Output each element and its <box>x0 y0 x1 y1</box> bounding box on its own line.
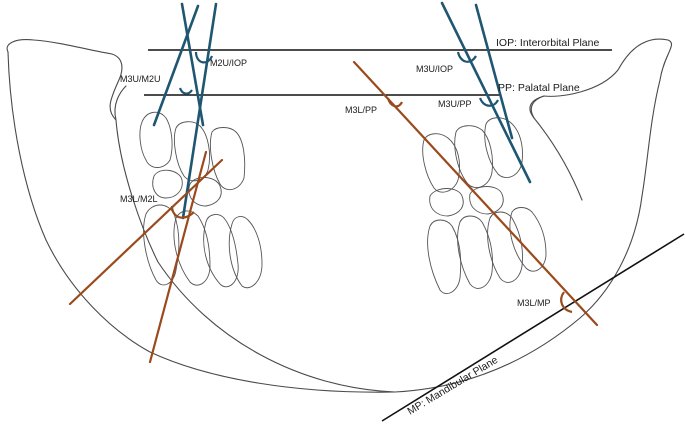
m3u-axis-right-2 <box>474 3 514 140</box>
iop-plane-label: IOP: Interorbital Plane <box>496 37 599 49</box>
m3l-mp-angle-arc <box>560 291 573 314</box>
tooth-upper-right-2 <box>454 125 493 188</box>
lower-axes <box>68 60 599 364</box>
mandible-notch-left <box>114 85 127 121</box>
tooth-upper-right-1 <box>422 133 460 193</box>
m3u-iop-angle-arc <box>456 51 477 63</box>
pp-plane-label: PP: Palatal Plane <box>498 82 580 94</box>
m3u-axis-right-1 <box>440 1 532 184</box>
mandible-outline <box>6 38 673 393</box>
m3u-axis-left-3 <box>152 4 200 127</box>
m3l-mp-label: M3L/MP <box>517 298 551 308</box>
tooth-upper-left-inner <box>152 169 183 199</box>
m3l-pp-label: M3L/PP <box>345 105 377 115</box>
m3l-m2l-angle-arc <box>170 205 195 219</box>
tooth-lower-right-3 <box>487 211 523 283</box>
tooth-upper-left-1 <box>209 127 246 191</box>
tooth-upper-right-inner <box>429 188 464 217</box>
tooth-lower-right-4 <box>509 207 547 272</box>
tooth-lower-left-3 <box>143 204 180 286</box>
tooth-upper-left-inner-2 <box>188 177 222 207</box>
m3u-pp-label: M3U/PP <box>438 99 472 109</box>
m3u-axis-left-2 <box>180 2 205 127</box>
m3l-m2l-label: M3L/M2L <box>120 194 158 204</box>
mp-plane-label: MP: Mandibular Plane <box>405 354 500 418</box>
m2u-iop-angle-arc <box>194 51 214 64</box>
tooth-lower-left-4 <box>228 216 263 289</box>
mandible-left-ramus <box>7 51 396 393</box>
m3l-pp-angle-arc <box>386 97 403 108</box>
tooth-upper-left-2 <box>173 121 211 182</box>
mandible-notch-right <box>530 95 545 119</box>
tooth-lower-right-2 <box>457 215 493 289</box>
m2u-iop-label: M2U/IOP <box>210 58 247 68</box>
tooth-upper-right-inner-2 <box>469 186 504 215</box>
m3l-axis-left-2 <box>148 150 208 364</box>
m3u-m2u-label: M3U/M2U <box>120 74 161 84</box>
m3u-m2u-angle-arc <box>178 87 193 95</box>
tooth-upper-right-3 <box>484 117 523 178</box>
upper-axes <box>152 1 532 220</box>
tooth-lower-right-1 <box>427 219 462 294</box>
mandibular-plane-line <box>381 233 685 422</box>
m3u-pp-angle-arc <box>478 97 499 107</box>
m3u-iop-label: M3U/IOP <box>416 64 453 74</box>
tooth-lower-left-1 <box>203 214 239 288</box>
